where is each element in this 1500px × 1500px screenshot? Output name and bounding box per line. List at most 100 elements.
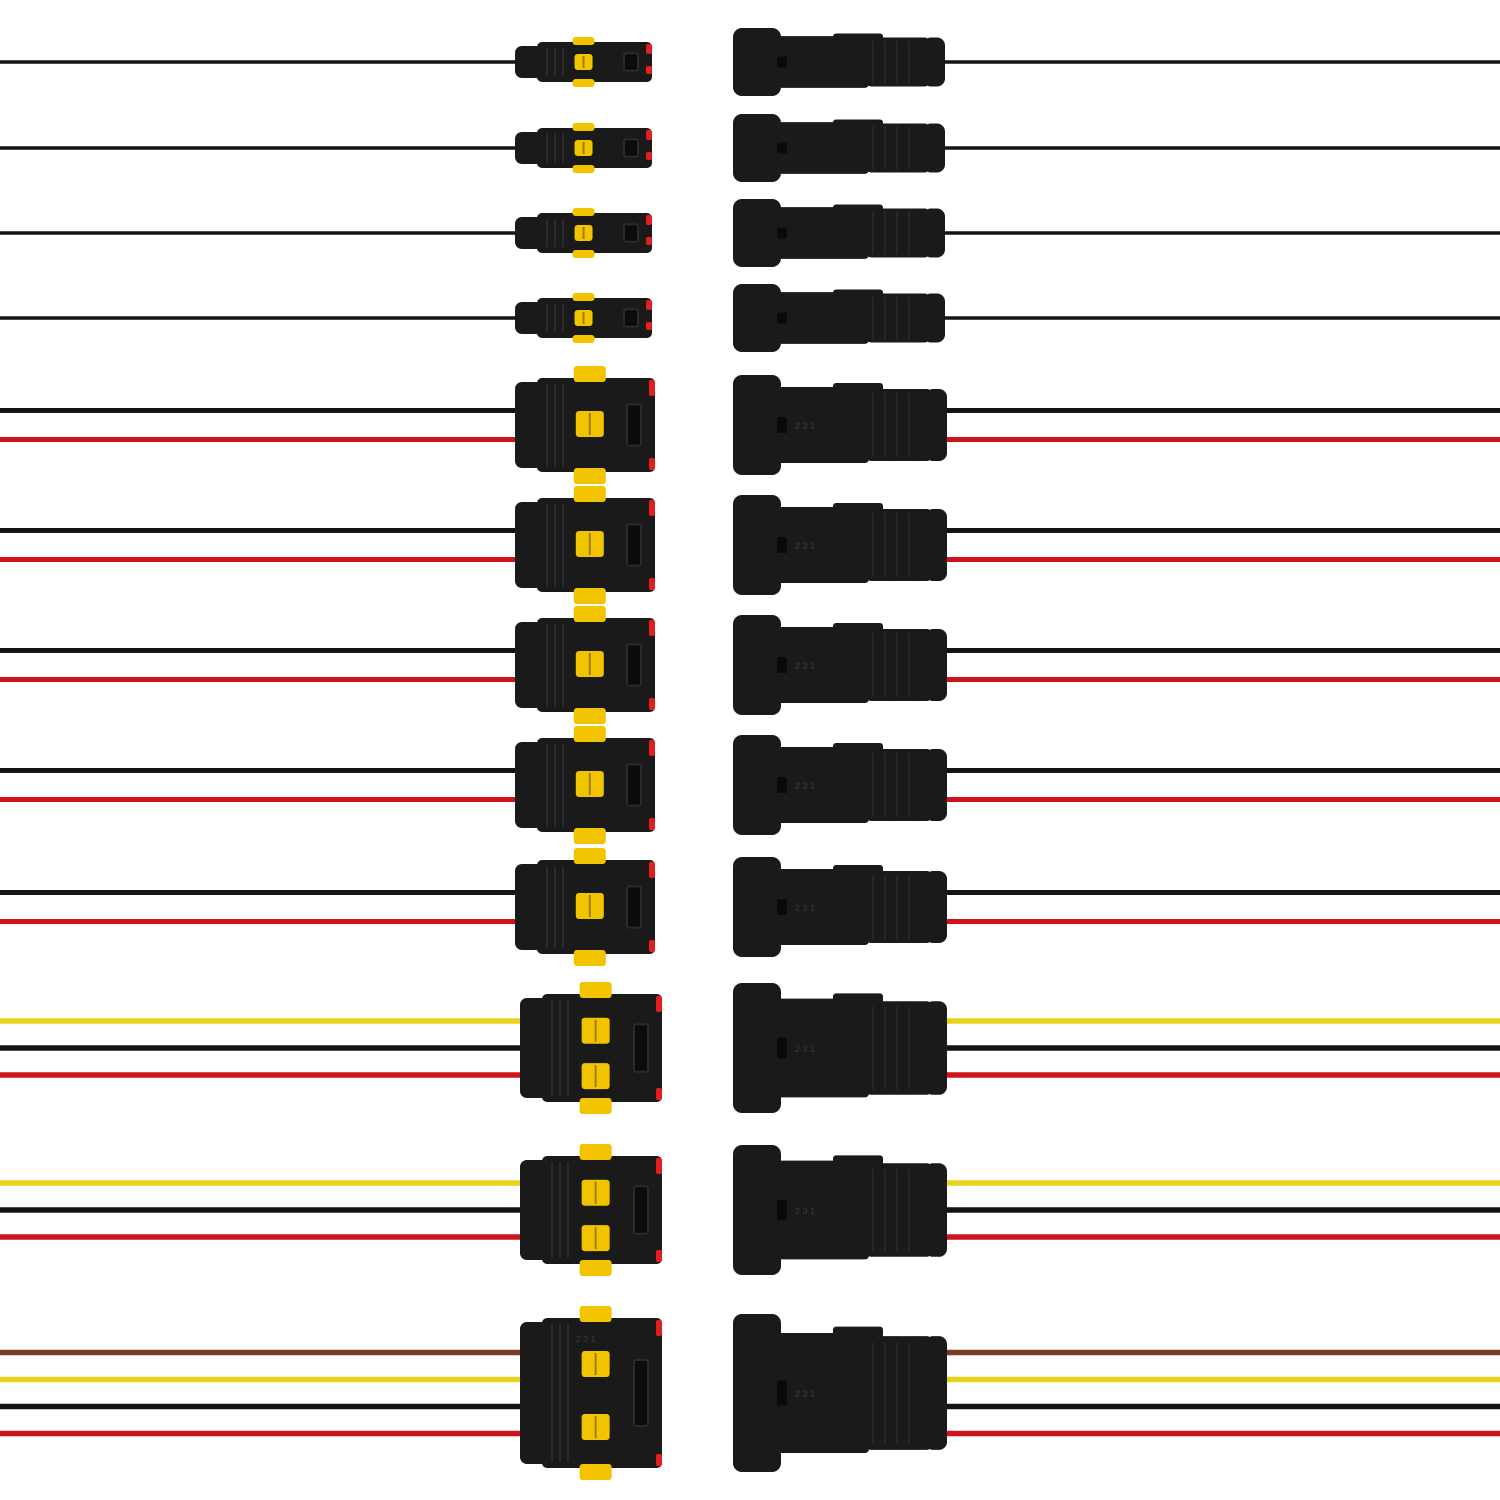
female-latch-slot xyxy=(623,52,639,72)
female-seal-top xyxy=(572,293,595,301)
male-rear-body xyxy=(867,37,929,87)
female-seal-top xyxy=(573,366,606,382)
male-housing xyxy=(777,869,869,945)
male-front-collar xyxy=(733,1314,781,1472)
female-rear-boot xyxy=(515,46,543,78)
male-latch-notch xyxy=(777,657,787,673)
female-seal-top xyxy=(573,486,606,502)
male-rear-boot xyxy=(925,629,947,701)
female-latch-tip xyxy=(649,500,655,516)
female-latch-tip xyxy=(646,152,652,160)
female-latch-tip xyxy=(656,996,662,1012)
male-rear-body xyxy=(867,1001,931,1095)
female-latch-tip xyxy=(649,740,655,756)
male-housing xyxy=(777,387,869,463)
female-latch-tip xyxy=(646,215,652,225)
female-latch-tip xyxy=(649,578,655,590)
female-rear-boot xyxy=(515,382,543,468)
female-latch-tip xyxy=(656,1250,662,1262)
female-latch-slot xyxy=(633,1023,649,1073)
female-rear-boot xyxy=(515,864,543,950)
female-seal-bottom xyxy=(573,588,606,604)
male-rear-boot xyxy=(923,293,945,343)
female-latch-tip xyxy=(646,44,652,54)
female-seal-top xyxy=(579,982,612,998)
female-seal-bottom xyxy=(573,828,606,844)
female-latch-tip xyxy=(649,698,655,710)
male-rear-boot xyxy=(925,1001,947,1095)
female-latch-tip xyxy=(649,458,655,470)
male-rear-body xyxy=(867,1336,931,1450)
male-molded-text: 2 3 1 xyxy=(795,421,815,431)
female-latch-slot xyxy=(626,763,642,807)
female-seal-top xyxy=(573,606,606,622)
male-housing xyxy=(777,207,869,259)
female-seal-bottom xyxy=(572,165,595,173)
female-latch-tip xyxy=(649,940,655,952)
male-housing xyxy=(777,1332,869,1454)
female-rear-boot xyxy=(515,302,543,334)
female-seal-top xyxy=(572,208,595,216)
female-rear-boot xyxy=(515,622,543,708)
female-latch-slot xyxy=(626,643,642,687)
connector-row: 2 3 1 xyxy=(0,848,1500,966)
female-latch-slot xyxy=(626,523,642,567)
male-front-collar xyxy=(733,983,781,1113)
female-rear-boot xyxy=(520,1322,548,1464)
male-rear-boot xyxy=(925,871,947,943)
connector-row: 2 3 1 xyxy=(0,366,1500,484)
female-latch-slot xyxy=(623,223,639,243)
female-seal-bottom xyxy=(572,335,595,343)
female-rear-boot xyxy=(515,502,543,588)
male-molded-text: 2 3 1 xyxy=(795,1044,815,1054)
female-housing xyxy=(537,128,652,168)
male-molded-text: 2 3 1 xyxy=(795,781,815,791)
male-housing xyxy=(777,1160,869,1260)
male-molded-text: 2 3 1 xyxy=(795,541,815,551)
female-latch-tip xyxy=(656,1158,662,1174)
female-housing xyxy=(537,213,652,253)
connector-row: 2 3 1 xyxy=(0,606,1500,724)
male-front-collar xyxy=(733,615,781,715)
male-latch-notch xyxy=(777,142,787,154)
male-rear-body xyxy=(867,1163,931,1257)
female-seal-top xyxy=(572,37,595,45)
female-latch-tip xyxy=(656,1088,662,1100)
connector-row: 2 3 1 xyxy=(0,726,1500,844)
female-rear-boot xyxy=(515,132,543,164)
female-latch-slot xyxy=(633,1359,649,1427)
male-rear-body xyxy=(867,389,931,461)
female-seal-bottom xyxy=(573,708,606,724)
male-molded-text: 2 3 1 xyxy=(795,1206,815,1216)
female-rear-boot xyxy=(515,742,543,828)
connector-row xyxy=(0,284,1500,352)
male-rear-boot xyxy=(923,208,945,258)
connector-row: 2 3 1 xyxy=(0,1144,1500,1276)
connector-row xyxy=(0,28,1500,96)
female-latch-tip xyxy=(649,620,655,636)
male-rear-boot xyxy=(925,1336,947,1450)
female-latch-tip xyxy=(649,818,655,830)
connector-row: 2 3 1 xyxy=(0,486,1500,604)
male-latch-notch xyxy=(777,1380,787,1406)
male-housing xyxy=(777,627,869,703)
female-housing xyxy=(542,994,662,1102)
male-front-collar xyxy=(733,1145,781,1275)
male-rear-boot xyxy=(925,389,947,461)
male-latch-notch xyxy=(777,312,787,324)
male-front-collar xyxy=(733,375,781,475)
male-rear-body xyxy=(867,208,929,258)
male-latch-notch xyxy=(777,417,787,433)
male-housing xyxy=(777,36,869,88)
male-rear-body xyxy=(867,509,931,581)
male-front-collar xyxy=(733,735,781,835)
female-molded-text: 2 3 1 xyxy=(576,1334,596,1344)
connector-row xyxy=(0,114,1500,182)
male-housing xyxy=(777,998,869,1098)
female-latch-tip xyxy=(646,300,652,310)
connector-rows: 2 3 1 2 3 1 2 3 1 2 3 1 2 3 1 2 3 1 2 3 1 2 3 1… xyxy=(0,28,1500,1480)
female-latch-tip xyxy=(649,862,655,878)
male-rear-boot xyxy=(923,123,945,173)
male-latch-notch xyxy=(777,1037,787,1059)
